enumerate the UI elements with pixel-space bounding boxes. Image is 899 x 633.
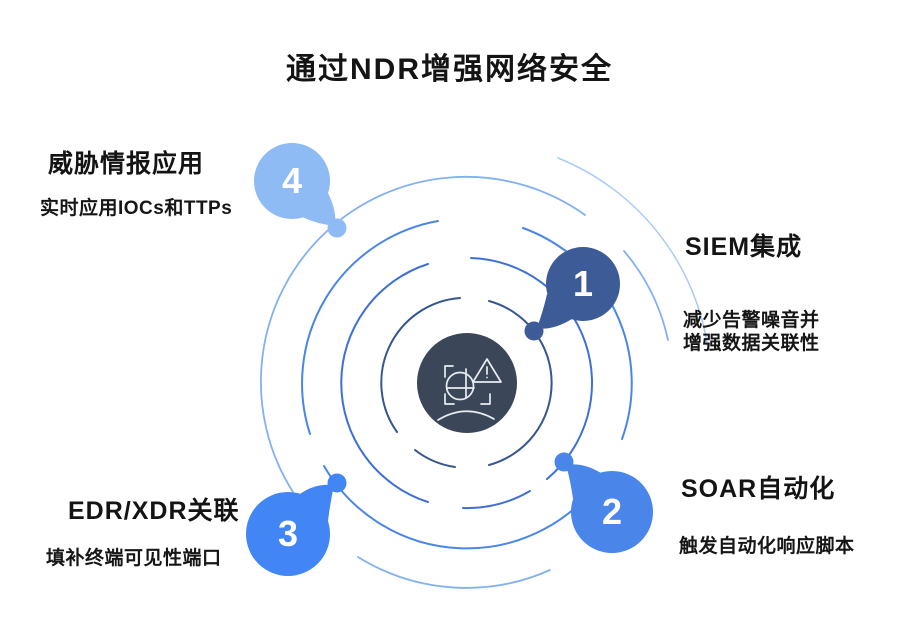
warning-triangle-icon	[472, 358, 502, 383]
bubble-tail-3	[300, 484, 334, 521]
bubble-tail-1	[537, 294, 572, 329]
bubble-circle-2	[571, 471, 653, 553]
warning-exclamation-icon	[486, 376, 488, 379]
orbit-ring-third	[301, 220, 633, 550]
step-bubble-3: 3	[246, 484, 334, 576]
network-curve-icon	[437, 410, 495, 421]
bubble-circle-1	[546, 247, 620, 321]
orbit-ring-inner	[380, 297, 553, 468]
orbit-ring-faint	[557, 157, 709, 350]
step-bubble-2: 2	[566, 464, 653, 553]
threat-detection-scan-icon	[437, 358, 502, 421]
step-4-description: 实时应用IOCs和TTPs	[40, 198, 233, 219]
step-bubble-4: 4	[254, 143, 336, 226]
bubble-tail-4	[302, 193, 336, 226]
step-1-description: 减少告警噪音并 增强数据关联性	[683, 310, 820, 355]
step-number-3: 3	[278, 513, 298, 554]
step-number-1: 1	[573, 263, 593, 304]
step-4-heading: 威胁情报应用	[48, 150, 205, 178]
bubble-tail-2	[566, 464, 601, 499]
center-circle	[417, 333, 517, 433]
orbit-ring-outer	[259, 175, 669, 589]
step-1-heading: SIEM集成	[685, 233, 803, 261]
orbit-ring-mid	[340, 257, 594, 510]
step-3-description: 填补终端可见性端口	[46, 548, 222, 569]
scan-frame-icon	[444, 393, 455, 405]
step-number-4: 4	[282, 160, 302, 201]
step-2-description: 触发自动化响应脚本	[679, 536, 855, 557]
step-number-2: 2	[602, 491, 622, 532]
step-2-heading: SOAR自动化	[681, 475, 836, 503]
bubble-circle-3	[246, 492, 330, 576]
scan-frame-icon	[444, 365, 454, 378]
bubble-circle-4	[254, 143, 330, 219]
scan-frame-icon	[480, 393, 491, 405]
pie-chart-icon	[445, 371, 475, 401]
page-title: 通过NDR增强网络安全	[286, 53, 613, 86]
step-3-heading: EDR/XDR关联	[68, 497, 240, 525]
step-bubble-1: 1	[537, 247, 620, 329]
